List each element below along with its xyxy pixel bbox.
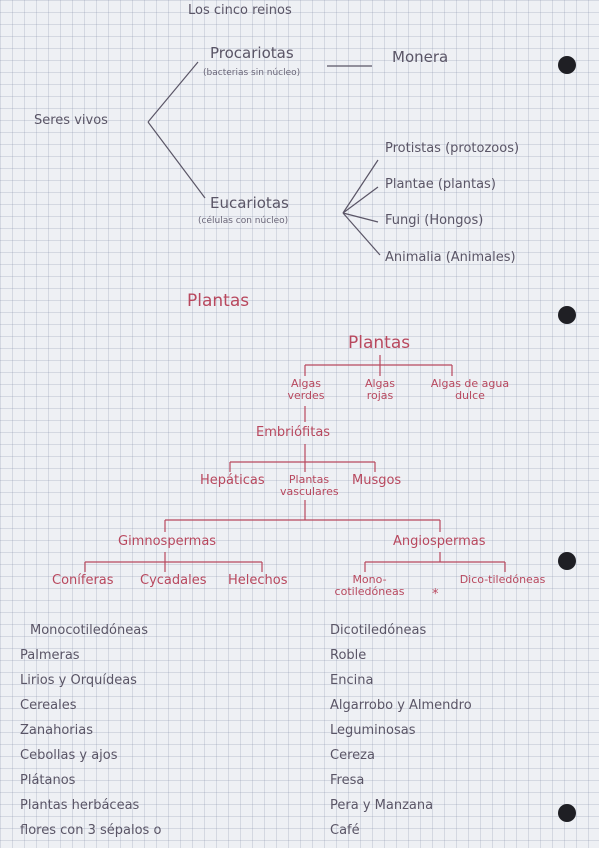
dico-item: Algarrobo y Almendro — [330, 698, 472, 713]
binder-hole-1 — [558, 56, 576, 74]
kingdom-protistas: Protistas (protozoos) — [385, 141, 520, 156]
star-mark: * — [432, 587, 439, 602]
dico-item: Roble — [330, 648, 367, 663]
node-algas-verdes: Algas verdes — [287, 377, 325, 402]
node-cycadales: Cycadales — [140, 573, 207, 588]
mono-item: Zanahorias — [20, 723, 93, 738]
mono-item: Cereales — [20, 698, 77, 713]
mono-item: Plantas herbáceas — [20, 798, 140, 813]
node-musgos: Musgos — [352, 473, 402, 488]
eucariotas-note: (células con núcleo) — [198, 216, 289, 226]
node-gimnospermas: Gimnospermas — [118, 534, 217, 549]
dico-item: Pera y Manzana — [330, 798, 434, 813]
mono-item: Palmeras — [20, 648, 80, 663]
procariotas-note: (bacterias sin núcleo) — [203, 68, 301, 78]
node-algas-agua-dulce: Algas de agua dulce — [430, 377, 510, 402]
node-dicotiledoneas: Dico-tiledóneas — [459, 573, 546, 586]
node-angiospermas: Angiospermas — [393, 534, 486, 549]
mono-item: Lirios y Orquídeas — [20, 673, 137, 688]
mono-item: Plátanos — [20, 773, 76, 788]
dico-item: Café — [330, 823, 360, 838]
kingdom-animalia: Animalia (Animales) — [385, 250, 516, 265]
plantas-heading: Plantas — [187, 291, 250, 311]
kingdom-fungi: Fungi (Hongos) — [385, 213, 484, 228]
mono-item: flores con 3 sépalos o — [20, 823, 162, 838]
node-monocotiledoneas: Mono-cotiledóneas — [334, 573, 405, 598]
binder-hole-3 — [558, 552, 576, 570]
node-coniferas: Coníferas — [52, 573, 114, 588]
node-plantas-vasculares: Plantas vasculares — [280, 473, 339, 498]
binder-hole-4 — [558, 804, 576, 822]
node-procariotas: Procariotas — [210, 44, 294, 62]
tree2-root: Plantas — [348, 333, 411, 353]
dico-item: Fresa — [330, 773, 365, 788]
page-title: Los cinco reinos — [188, 3, 292, 18]
mono-item: Cebollas y ajos — [20, 748, 118, 763]
dico-header: Dicotiledóneas — [330, 623, 427, 638]
root-seres-vivos: Seres vivos — [34, 113, 108, 128]
dico-item: Cereza — [330, 748, 375, 763]
node-algas-rojas: Algas rojas — [364, 377, 396, 402]
node-monera: Monera — [392, 48, 449, 66]
node-embriofitas: Embriófitas — [256, 425, 331, 440]
dico-item: Leguminosas — [330, 723, 416, 738]
dico-item: Encina — [330, 673, 374, 688]
node-eucariotas: Eucariotas — [210, 194, 289, 212]
node-hepaticas: Hepáticas — [200, 473, 265, 488]
kingdom-plantae: Plantae (plantas) — [385, 177, 496, 192]
node-helechos: Helechos — [228, 573, 288, 588]
binder-hole-2 — [558, 306, 576, 324]
mono-header: Monocotiledóneas — [30, 623, 148, 638]
